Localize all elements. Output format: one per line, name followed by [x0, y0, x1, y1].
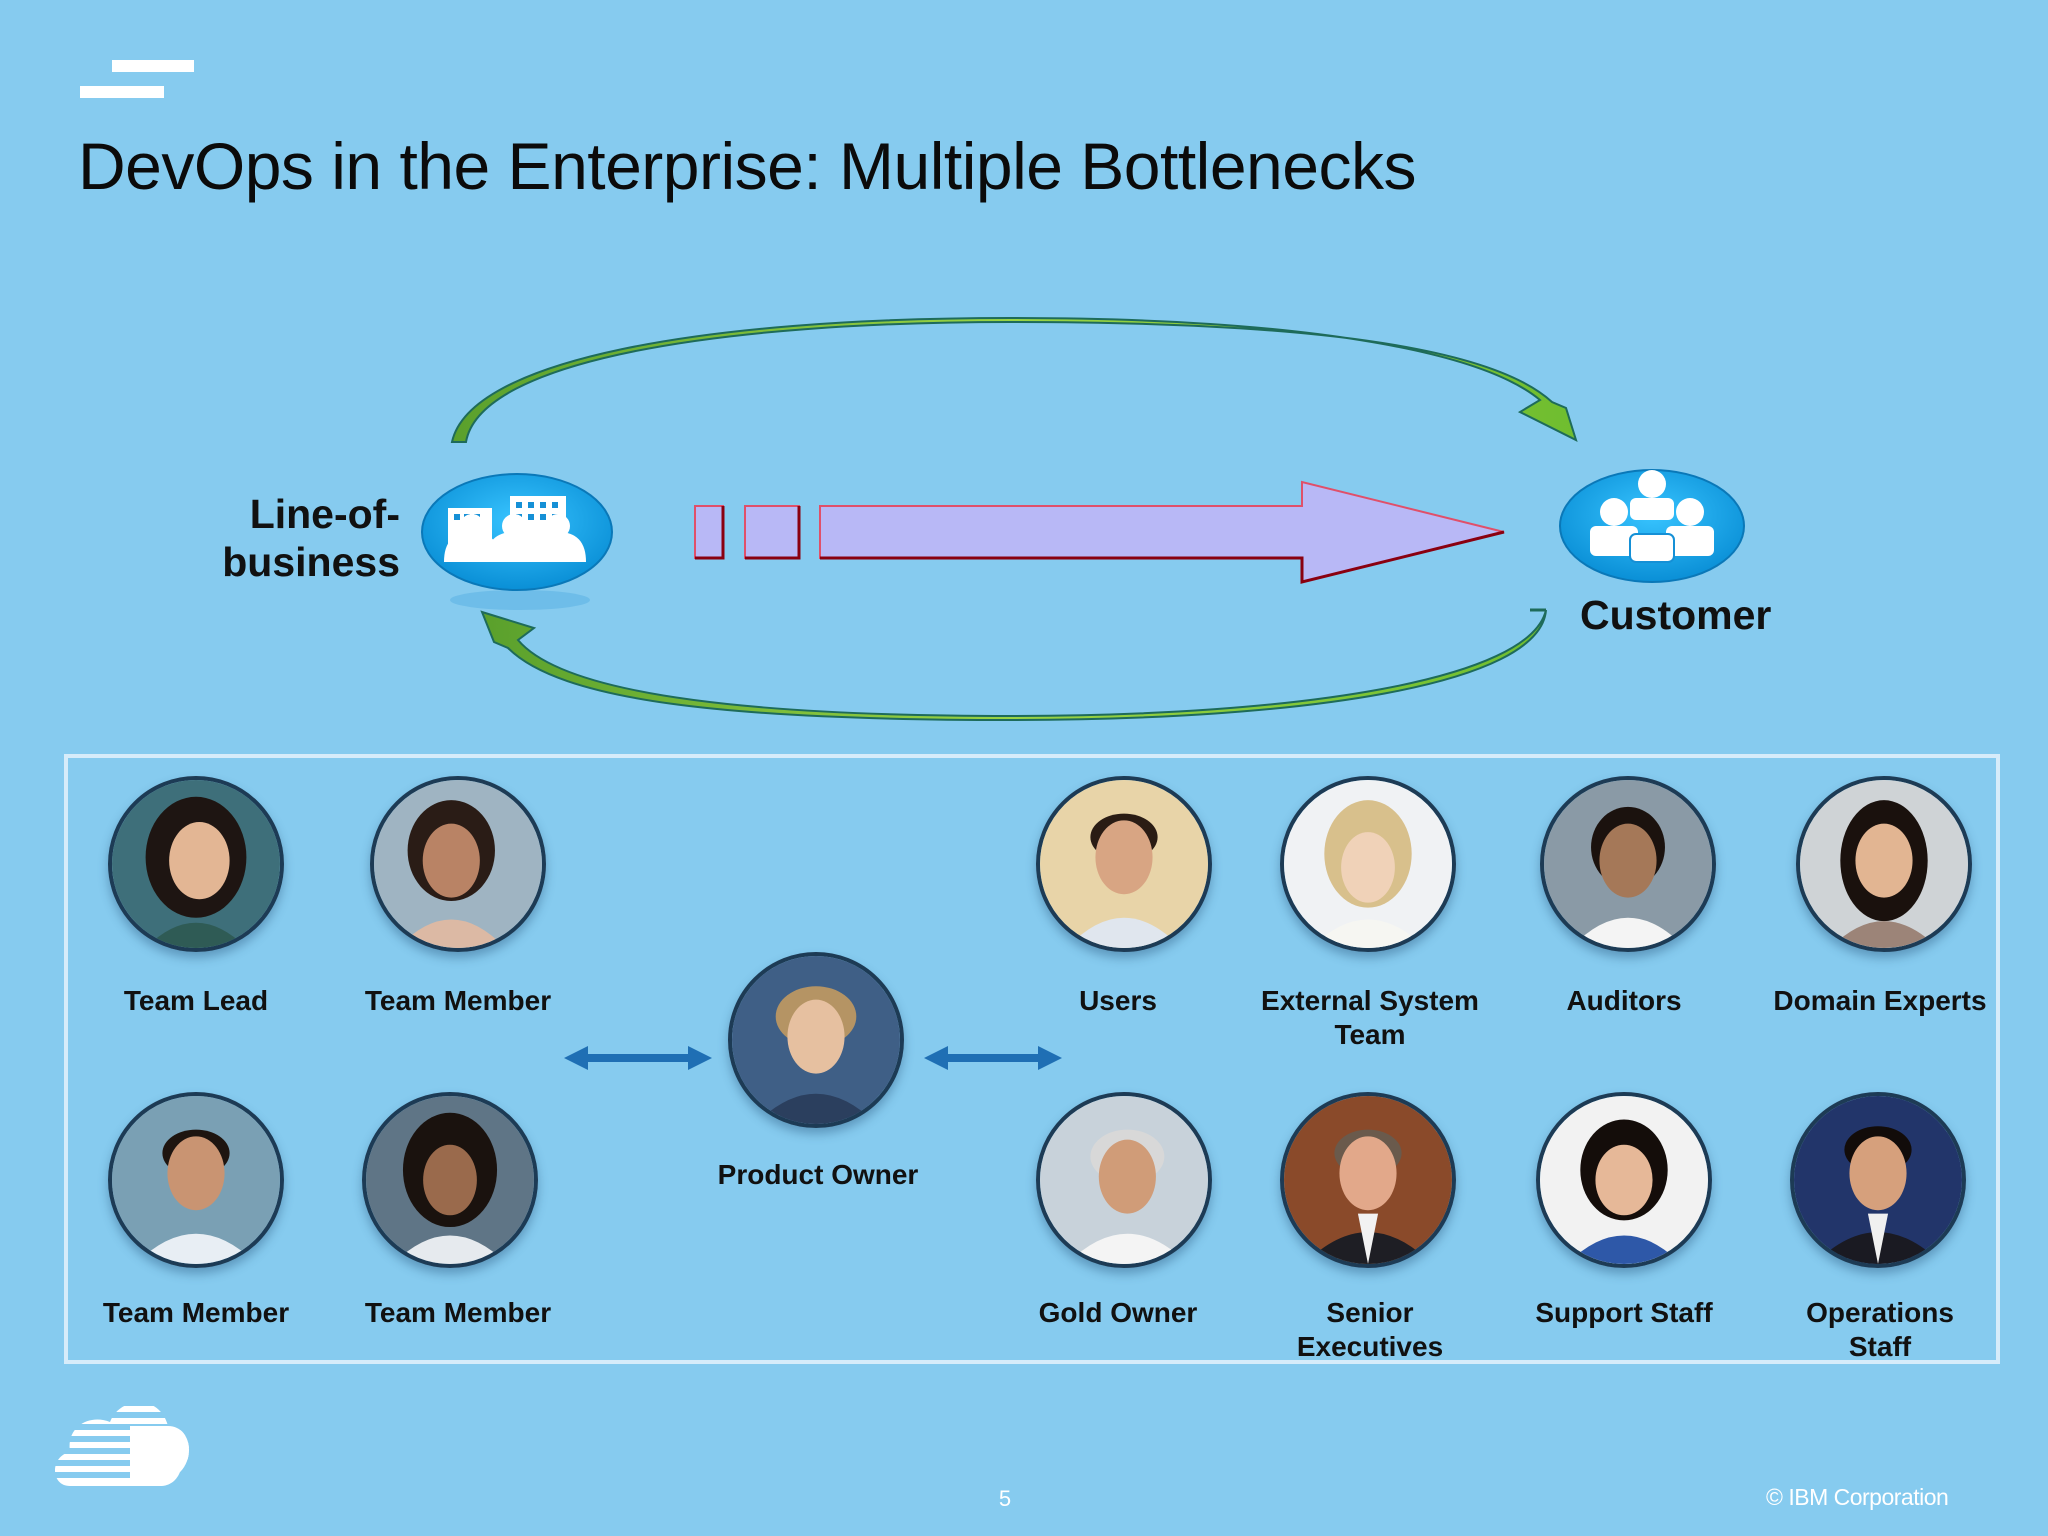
team-member-avatar-3	[362, 1092, 538, 1268]
auditors-label: Auditors	[1566, 985, 1682, 1016]
users-avatar	[1036, 776, 1212, 952]
team-lead-label: Team Lead	[123, 985, 269, 1016]
customer-label: Customer	[1580, 592, 1772, 638]
external-system-team-line-1: External System	[1261, 985, 1479, 1016]
product-owner-avatar	[728, 952, 904, 1128]
gold-owner-label: Gold Owner	[1038, 1297, 1198, 1328]
domain-experts-label: Domain Experts	[1773, 985, 1987, 1016]
product-owner-label: Product Owner	[717, 1159, 919, 1190]
slide-title: DevOps in the Enterprise: Multiple Bottl…	[78, 129, 1416, 203]
line-of-business-icon	[421, 473, 613, 610]
page-number: 5	[998, 1486, 1012, 1511]
team-member-label-1: Team Member	[364, 985, 552, 1016]
external-system-team-label: External System Team	[1240, 984, 1500, 1052]
operations-staff-avatar	[1790, 1092, 1966, 1268]
external-system-team-line-2: Team	[1334, 1019, 1406, 1050]
team-member-avatar-1	[370, 776, 546, 952]
team-member-avatar-2	[108, 1092, 284, 1268]
cloud-logo-icon	[55, 1406, 190, 1486]
team-member-label-3: Team Member	[364, 1297, 552, 1328]
operations-staff-line-2: Staff	[1848, 1331, 1912, 1362]
copyright: © IBM Corporation	[1766, 1484, 1949, 1510]
support-staff-avatar	[1536, 1092, 1712, 1268]
customer-icon	[1559, 469, 1745, 583]
support-staff-label: Support Staff	[1535, 1297, 1713, 1328]
right-double-arrow	[924, 1046, 1062, 1070]
lob-label-line-2: business	[222, 539, 400, 585]
team-member-label-2: Team Member	[102, 1297, 290, 1328]
senior-executives-label: Senior Executives	[1240, 1296, 1500, 1364]
left-double-arrow	[564, 1046, 712, 1070]
stakeholders-panel	[64, 754, 2000, 1364]
logo-bar-top	[112, 60, 194, 72]
line-of-business-label: Line-of- business	[200, 490, 400, 586]
logo-bar-bottom	[80, 86, 164, 98]
senior-executives-line-2: Executives	[1296, 1331, 1444, 1362]
bottom-feedback-arrow	[480, 609, 1547, 722]
external-system-team-avatar	[1280, 776, 1456, 952]
domain-experts-avatar	[1796, 776, 1972, 952]
team-lead-avatar	[108, 776, 284, 952]
gold-owner-avatar	[1036, 1092, 1212, 1268]
operations-staff-label: Operations Staff	[1750, 1296, 2010, 1364]
operations-staff-line-1: Operations	[1806, 1297, 1954, 1328]
senior-executives-line-1: Senior	[1326, 1297, 1414, 1328]
flow-diagram	[421, 316, 1745, 722]
users-label: Users	[1079, 985, 1157, 1016]
auditors-avatar	[1540, 776, 1716, 952]
top-feedback-arrow	[450, 316, 1578, 443]
lob-label-line-1: Line-of-	[249, 491, 400, 537]
senior-executives-avatar	[1280, 1092, 1456, 1268]
